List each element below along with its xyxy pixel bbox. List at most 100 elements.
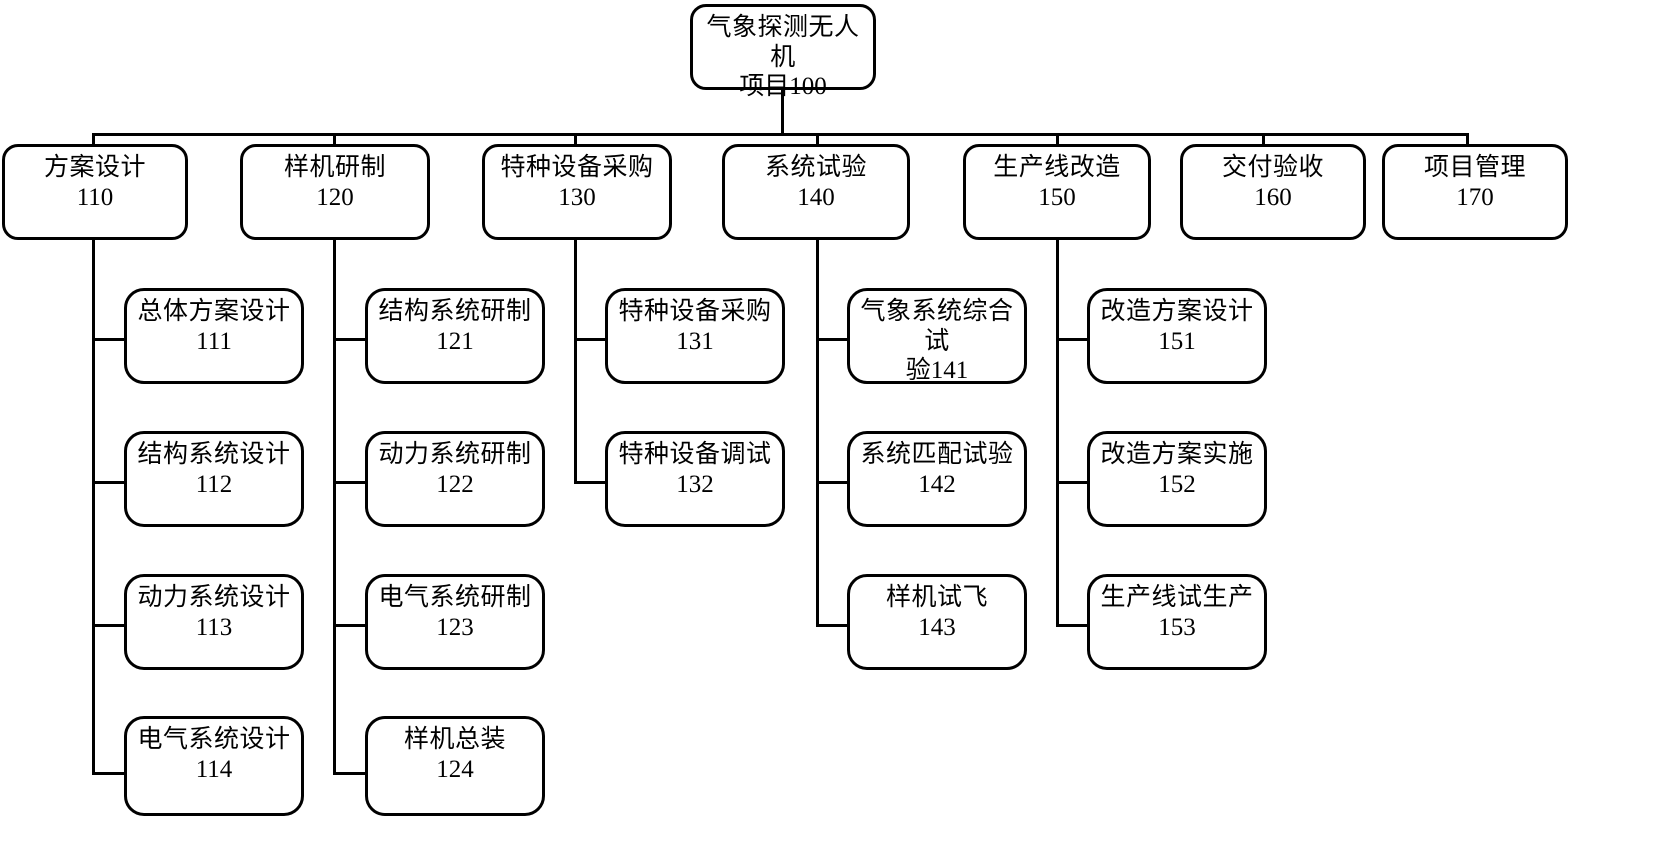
wbs-node-114[interactable]: 电气系统设计 114 [124, 716, 304, 816]
wbs-node-130-title: 特种设备采购 [500, 154, 654, 181]
wbs-node-122-title: 动力系统研制 [378, 441, 532, 468]
wbs-node-141[interactable]: 气象系统综合试 验141 [847, 288, 1027, 384]
wbs-node-111[interactable]: 总体方案设计 111 [124, 288, 304, 384]
wbs-node-170-code: 170 [1456, 183, 1494, 211]
wbs-node-150[interactable]: 生产线改造 150 [963, 144, 1151, 240]
wbs-node-113[interactable]: 动力系统设计 113 [124, 574, 304, 670]
wbs-node-130[interactable]: 特种设备采购 130 [482, 144, 672, 240]
connector-stub-153 [1056, 624, 1091, 628]
wbs-node-112[interactable]: 结构系统设计 112 [124, 431, 304, 527]
wbs-node-122-code: 122 [436, 470, 474, 498]
wbs-node-100-title: 气象探测无人机 [706, 14, 860, 71]
wbs-node-123-code: 123 [436, 613, 474, 641]
connector-drop-140 [816, 133, 820, 145]
wbs-node-142-title: 系统匹配试验 [860, 441, 1014, 468]
wbs-node-100[interactable]: 气象探测无人机 项目100 [690, 4, 876, 100]
wbs-node-110-code: 110 [76, 183, 114, 211]
wbs-node-153[interactable]: 生产线试生产 153 [1087, 574, 1267, 670]
wbs-node-113-title: 动力系统设计 [137, 584, 291, 611]
wbs-node-142[interactable]: 系统匹配试验 142 [847, 431, 1027, 527]
connector-stub-142 [816, 481, 851, 485]
connector-drop-150 [1056, 133, 1060, 145]
wbs-node-120-title: 样机研制 [283, 154, 386, 181]
wbs-node-100-code: 项目100 [739, 73, 827, 100]
wbs-node-124-title: 样机总装 [403, 726, 506, 753]
wbs-node-123-title: 电气系统研制 [378, 584, 532, 611]
wbs-node-160-title: 交付验收 [1221, 154, 1324, 181]
wbs-node-124[interactable]: 样机总装 124 [365, 716, 545, 816]
wbs-node-131-title: 特种设备采购 [618, 298, 772, 325]
wbs-node-131[interactable]: 特种设备采购 131 [605, 288, 785, 384]
wbs-node-143-code: 143 [918, 613, 956, 641]
connector-stub-143 [816, 624, 851, 628]
connector-stub-131 [574, 338, 609, 342]
wbs-node-150-code: 150 [1038, 183, 1076, 211]
connector-drop-120 [333, 133, 337, 145]
wbs-node-110[interactable]: 方案设计 110 [2, 144, 188, 240]
connector-drop-160 [1262, 133, 1266, 145]
wbs-node-160[interactable]: 交付验收 160 [1180, 144, 1366, 240]
connector-stub-151 [1056, 338, 1091, 342]
connector-drop-110 [92, 133, 96, 145]
wbs-node-142-code: 142 [918, 470, 956, 498]
connector-level2-bus [92, 133, 1467, 137]
connector-stub-113 [92, 624, 127, 628]
connector-drop-130 [574, 133, 578, 145]
connector-stub-132 [574, 481, 609, 485]
connector-stub-111 [92, 338, 127, 342]
wbs-node-152[interactable]: 改造方案实施 152 [1087, 431, 1267, 527]
wbs-node-112-title: 结构系统设计 [137, 441, 291, 468]
connector-spine-120 [333, 240, 337, 775]
wbs-node-120[interactable]: 样机研制 120 [240, 144, 430, 240]
wbs-node-140-code: 140 [797, 183, 835, 211]
wbs-node-113-code: 113 [195, 613, 233, 641]
wbs-node-121[interactable]: 结构系统研制 121 [365, 288, 545, 384]
wbs-node-153-code: 153 [1158, 613, 1196, 641]
wbs-node-111-code: 111 [196, 327, 232, 355]
wbs-node-151[interactable]: 改造方案设计 151 [1087, 288, 1267, 384]
wbs-node-114-code: 114 [195, 755, 233, 783]
wbs-node-143-title: 样机试飞 [885, 584, 988, 611]
connector-spine-130 [574, 240, 578, 484]
connector-stub-124 [333, 772, 368, 776]
wbs-node-151-title: 改造方案设计 [1100, 298, 1254, 325]
wbs-node-170[interactable]: 项目管理 170 [1382, 144, 1568, 240]
connector-stub-112 [92, 481, 127, 485]
connector-stub-114 [92, 772, 127, 776]
wbs-node-160-code: 160 [1254, 183, 1292, 211]
connector-spine-110 [92, 240, 96, 775]
wbs-node-143[interactable]: 样机试飞 143 [847, 574, 1027, 670]
wbs-node-130-code: 130 [558, 183, 596, 211]
connector-stub-141 [816, 338, 851, 342]
wbs-node-141-code: 验141 [905, 357, 969, 384]
wbs-node-114-title: 电气系统设计 [137, 726, 291, 753]
connector-stub-152 [1056, 481, 1091, 485]
wbs-node-152-code: 152 [1158, 470, 1196, 498]
wbs-node-121-title: 结构系统研制 [378, 298, 532, 325]
wbs-node-132-title: 特种设备调试 [618, 441, 772, 468]
wbs-node-131-code: 131 [676, 327, 714, 355]
wbs-node-153-title: 生产线试生产 [1100, 584, 1254, 611]
wbs-node-141-title: 气象系统综合试 [860, 298, 1014, 355]
connector-stub-121 [333, 338, 368, 342]
wbs-node-132-code: 132 [676, 470, 714, 498]
wbs-node-110-title: 方案设计 [43, 154, 146, 181]
connector-stub-122 [333, 481, 368, 485]
wbs-node-111-title: 总体方案设计 [137, 298, 291, 325]
connector-stub-123 [333, 624, 368, 628]
wbs-node-120-code: 120 [316, 183, 354, 211]
wbs-node-132[interactable]: 特种设备调试 132 [605, 431, 785, 527]
connector-root-stem [781, 88, 785, 135]
wbs-node-150-title: 生产线改造 [993, 154, 1121, 181]
connector-spine-150 [1056, 240, 1060, 627]
wbs-node-112-code: 112 [195, 470, 233, 498]
wbs-node-121-code: 121 [436, 327, 474, 355]
wbs-node-140-title: 系统试验 [764, 154, 867, 181]
wbs-node-122[interactable]: 动力系统研制 122 [365, 431, 545, 527]
wbs-node-152-title: 改造方案实施 [1100, 441, 1254, 468]
wbs-node-140[interactable]: 系统试验 140 [722, 144, 910, 240]
wbs-node-124-code: 124 [436, 755, 474, 783]
wbs-node-170-title: 项目管理 [1423, 154, 1526, 181]
wbs-node-123[interactable]: 电气系统研制 123 [365, 574, 545, 670]
